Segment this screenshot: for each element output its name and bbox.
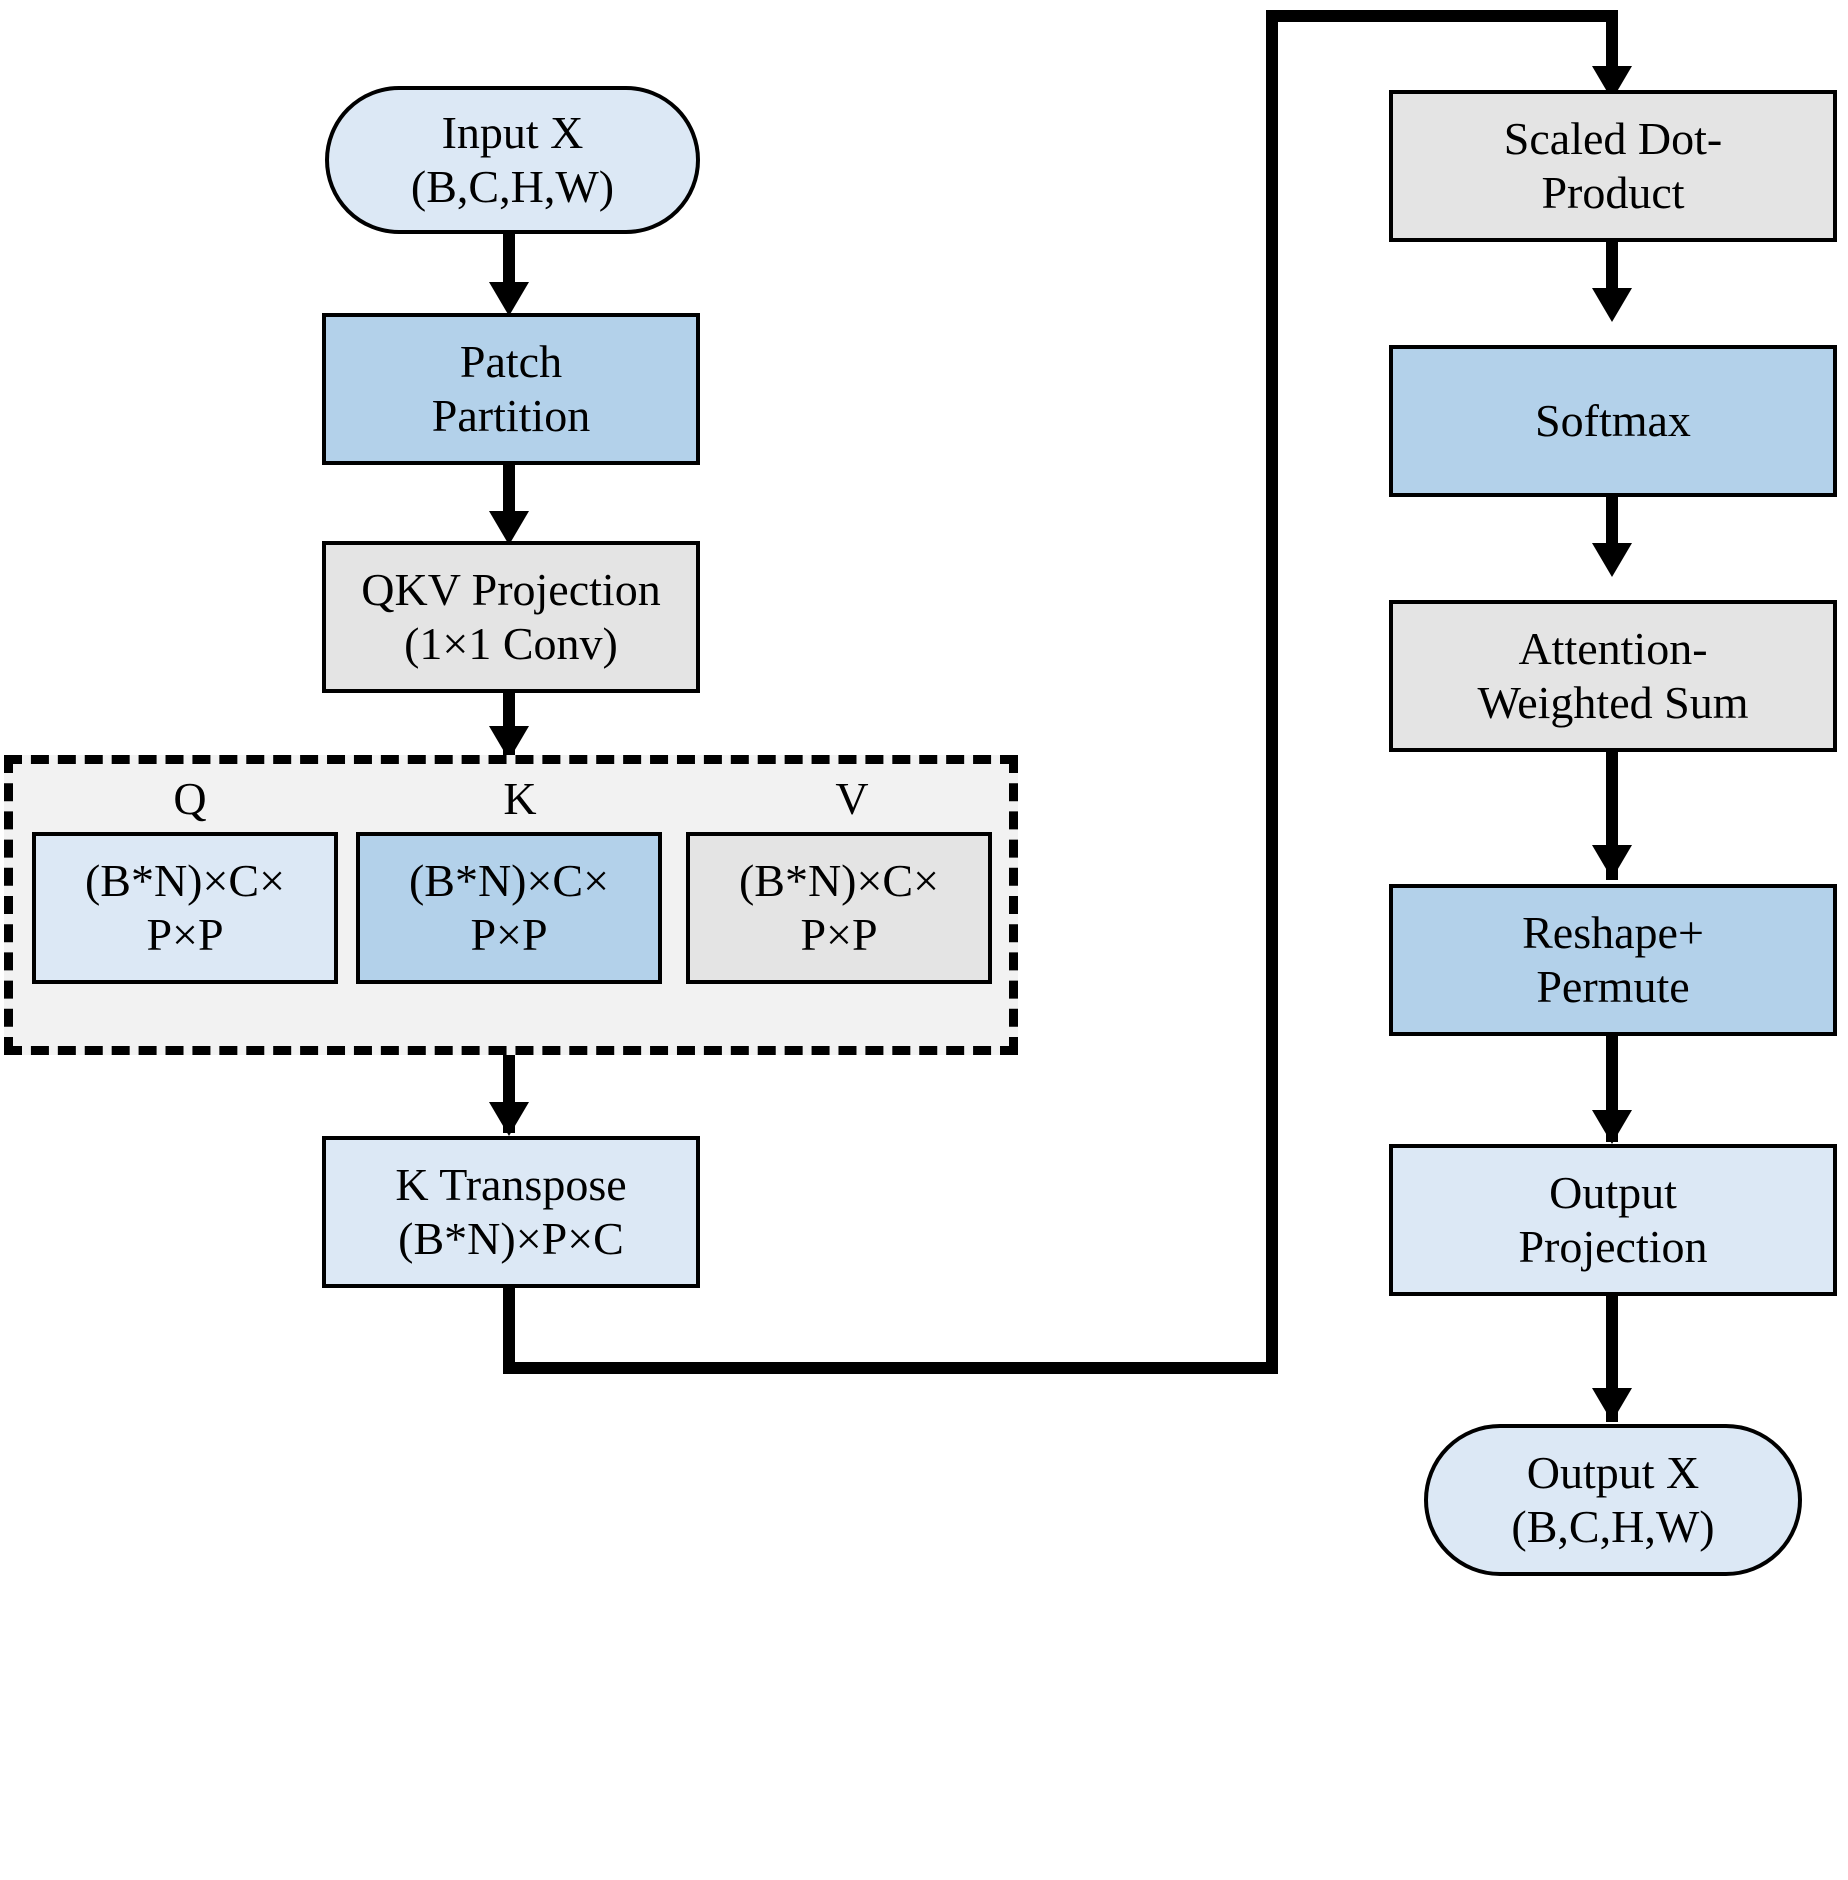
node-softmax[interactable]: Softmax [1389, 345, 1837, 497]
node-v-tensor[interactable]: (B*N)×C× P×P [686, 832, 992, 984]
node-output-x-text: Output X (B,C,H,W) [1511, 1446, 1715, 1552]
node-k-tensor-text: (B*N)×C× P×P [408, 854, 610, 960]
edge-into-scaled-dot-product [1606, 10, 1618, 74]
edge-top-horizontal [1266, 10, 1618, 22]
qkv-label-v: V [835, 773, 869, 824]
node-reshape-permute-text: Reshape+ Permute [1522, 906, 1704, 1012]
qkv-label-k: K [503, 773, 537, 824]
node-output-projection[interactable]: Output Projection [1389, 1144, 1837, 1296]
node-attention-weighted-sum[interactable]: Attention- Weighted Sum [1389, 600, 1837, 752]
node-q-tensor-text: (B*N)×C× P×P [84, 854, 286, 960]
edge-softmax-to-aws [1606, 497, 1618, 555]
node-q-tensor[interactable]: (B*N)×C× P×P [32, 832, 338, 984]
node-reshape-permute[interactable]: Reshape+ Permute [1389, 884, 1837, 1036]
node-v-tensor-text: (B*N)×C× P×P [738, 854, 940, 960]
arrowhead-softmax-to-aws [1592, 543, 1632, 577]
node-scaled-dot-product[interactable]: Scaled Dot- Product [1389, 90, 1837, 242]
node-output-projection-text: Output Projection [1518, 1166, 1708, 1272]
edge-patch-to-qkv [503, 465, 515, 523]
qkv-label-q: Q [173, 773, 207, 824]
node-patch-partition[interactable]: Patch Partition [322, 313, 700, 465]
edge-ktranspose-down-stub [503, 1288, 515, 1374]
node-k-tensor[interactable]: (B*N)×C× P×P [356, 832, 662, 984]
arrowhead-output-projection-to-output [1592, 1388, 1632, 1422]
node-k-transpose[interactable]: K Transpose (B*N)×P×C [322, 1136, 700, 1288]
node-patch-partition-text: Patch Partition [431, 335, 591, 441]
edge-bottom-horizontal [503, 1362, 1278, 1374]
node-qkv-projection-text: QKV Projection (1×1 Conv) [361, 563, 661, 669]
node-attention-weighted-sum-text: Attention- Weighted Sum [1477, 622, 1749, 728]
arrowhead-sdp-to-softmax [1592, 288, 1632, 322]
edge-input-to-patch [503, 234, 515, 292]
arrowhead-qkv-to-group [489, 726, 529, 760]
edge-right-vertical-up [1266, 10, 1278, 1374]
node-qkv-projection[interactable]: QKV Projection (1×1 Conv) [322, 541, 700, 693]
node-softmax-text: Softmax [1535, 394, 1691, 446]
arrowhead-patch-to-qkv [489, 511, 529, 545]
node-output-x[interactable]: Output X (B,C,H,W) [1424, 1424, 1802, 1576]
node-input-x-text: Input X (B,C,H,W) [410, 106, 615, 212]
node-k-transpose-text: K Transpose (B*N)×P×C [395, 1158, 627, 1264]
node-scaled-dot-product-text: Scaled Dot- Product [1503, 112, 1723, 218]
arrowhead-reshape-to-output-projection [1592, 1110, 1632, 1144]
arrowhead-input-to-patch [489, 282, 529, 316]
edge-sdp-to-softmax [1606, 242, 1618, 300]
node-input-x[interactable]: Input X (B,C,H,W) [325, 86, 700, 234]
arrowhead-aws-to-reshape [1592, 845, 1632, 879]
arrowhead-group-to-ktranspose [489, 1102, 529, 1136]
